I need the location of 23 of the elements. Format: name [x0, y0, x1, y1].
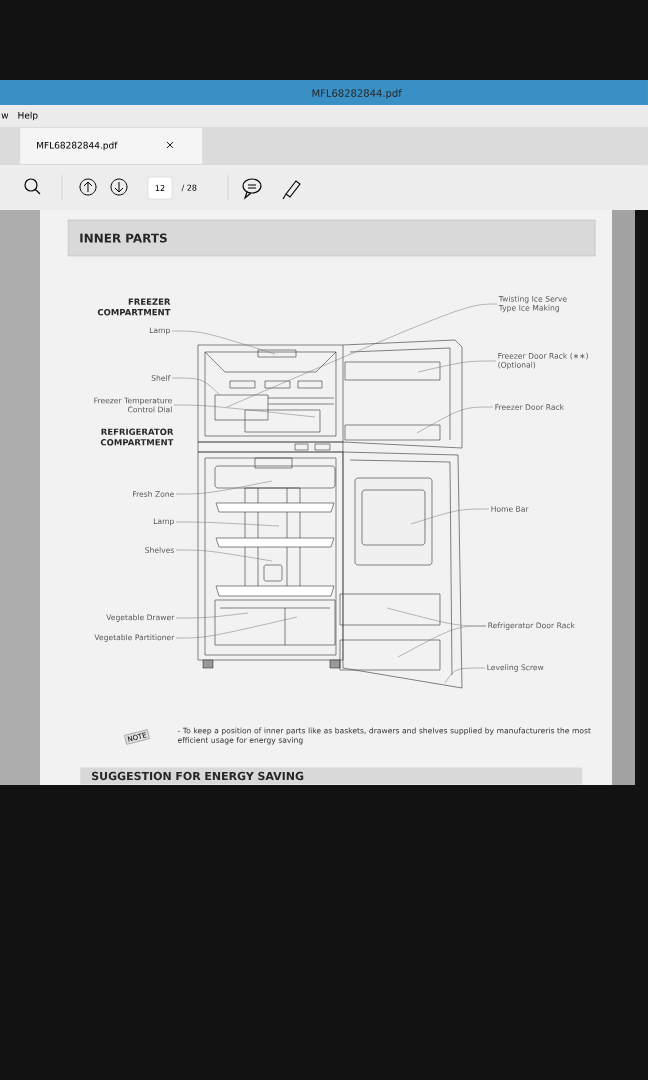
compartment-heading: FREEZER COMPARTMENT: [97, 298, 171, 316]
leader-line: [226, 303, 498, 408]
leader-line: [175, 549, 273, 562]
document-tab: MFL68282844.pdf: [20, 128, 203, 164]
leader-line: [175, 480, 273, 495]
section-heading: INNER PARTS: [68, 219, 596, 257]
leader-line: [175, 612, 249, 619]
compartment-heading: REFRIGERATOR COMPARTMENT: [100, 428, 174, 446]
page-number-field: 12: [147, 176, 173, 200]
leader-line: [397, 625, 487, 658]
menu-item: Help: [18, 111, 38, 121]
leader-line: [175, 521, 280, 527]
leader-line: [444, 667, 486, 684]
leader-line: [171, 330, 276, 355]
leader-line: [171, 377, 221, 396]
leader-line: [410, 508, 490, 525]
page-count: / 28: [181, 184, 197, 192]
leader-line: [416, 406, 494, 434]
leader-line: [175, 616, 298, 639]
menu-item: w: [1, 113, 9, 119]
window-title: MFL68282844.pdf: [312, 89, 402, 99]
leader-line: [173, 404, 316, 418]
leader-line: [417, 360, 497, 373]
